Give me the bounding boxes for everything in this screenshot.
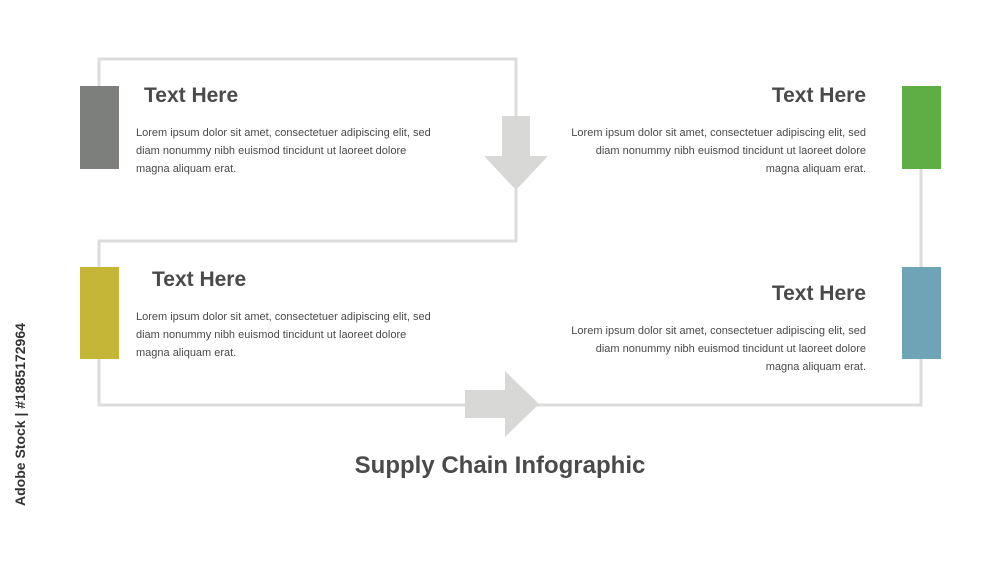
step-4-heading: Text Here xyxy=(771,282,866,305)
step-2-color-block xyxy=(902,86,941,169)
step-1-color-block xyxy=(80,86,119,169)
step-1-heading: Text Here xyxy=(144,84,239,107)
down-arrow-icon xyxy=(484,116,548,190)
stock-credit: Adobe Stock | #1885172964 xyxy=(12,323,28,506)
step-3-color-block xyxy=(80,267,119,359)
step-1-text: Lorem ipsum dolor sit amet, consectetuer… xyxy=(136,127,431,175)
step-3-heading: Text Here xyxy=(152,268,247,291)
step-2-text: Lorem ipsum dolor sit amet, consectetuer… xyxy=(571,127,866,175)
right-arrow-icon xyxy=(465,371,539,437)
step-4-color-block xyxy=(902,267,941,359)
step-2-heading: Text Here xyxy=(771,84,866,107)
diagram-title: Supply Chain Infographic xyxy=(354,452,646,479)
step-4-text: Lorem ipsum dolor sit amet, consectetuer… xyxy=(571,325,866,373)
step-3-text: Lorem ipsum dolor sit amet, consectetuer… xyxy=(136,311,431,359)
